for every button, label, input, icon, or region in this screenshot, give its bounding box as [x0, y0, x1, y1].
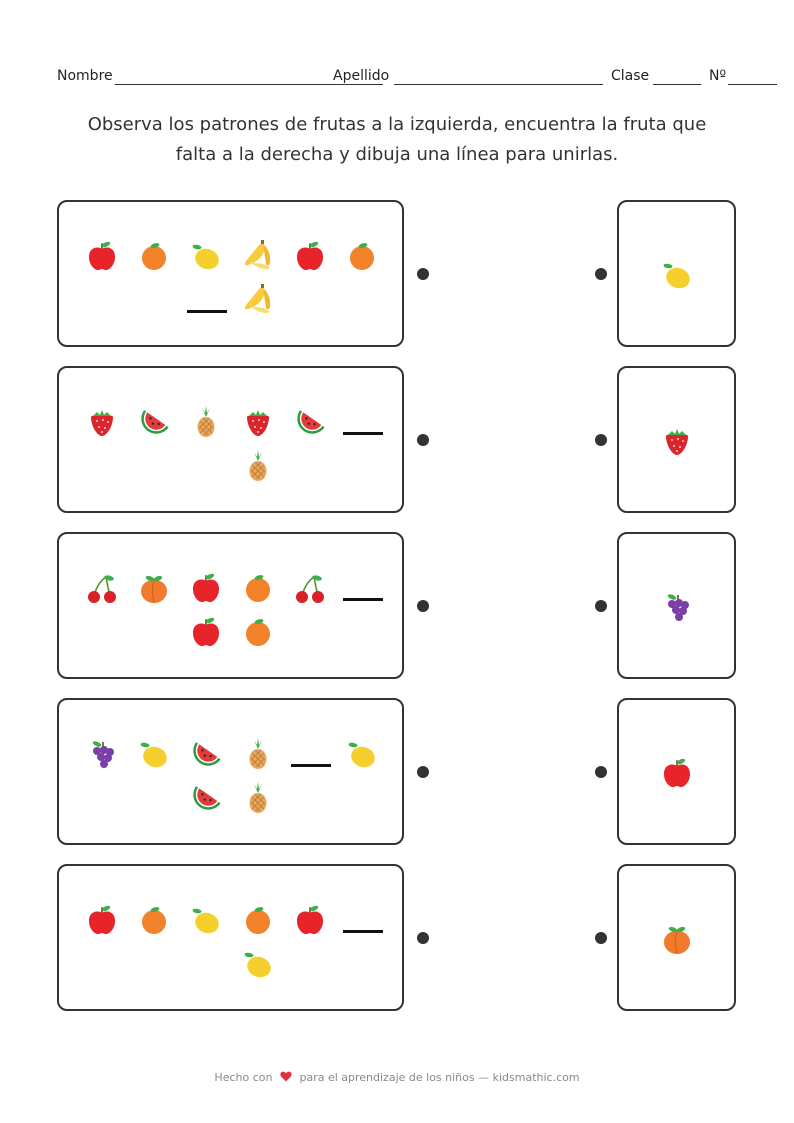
- heart-icon: [280, 1071, 292, 1085]
- missing-fruit-blank: [343, 930, 383, 933]
- answer-connect-dot[interactable]: [595, 268, 607, 280]
- apple-icon: [292, 238, 328, 274]
- number-field[interactable]: [728, 84, 777, 85]
- missing-fruit-blank: [343, 598, 383, 601]
- watermelon-icon: [136, 404, 172, 440]
- answer-box: [617, 864, 736, 1011]
- name-label: Nombre: [57, 68, 113, 84]
- surname-field[interactable]: [394, 84, 603, 85]
- pattern-box: [57, 532, 404, 679]
- apple-icon: [659, 755, 695, 791]
- lemon-icon: [344, 736, 380, 772]
- orange-icon: [344, 238, 380, 274]
- class-label: Clase: [611, 68, 650, 84]
- apple-icon: [84, 902, 120, 938]
- missing-fruit-blank: [291, 764, 331, 767]
- lemon-icon: [188, 238, 224, 274]
- answer-box: [617, 698, 736, 845]
- footer-prefix: Hecho con: [214, 1071, 273, 1084]
- answer-box: [617, 532, 736, 679]
- cherry-icon: [292, 570, 328, 606]
- answer-connect-dot[interactable]: [595, 766, 607, 778]
- pattern-box: [57, 366, 404, 513]
- pattern-connect-dot[interactable]: [417, 766, 429, 778]
- pattern-box: [57, 698, 404, 845]
- watermelon-icon: [188, 736, 224, 772]
- footer: Hecho con para el aprendizaje de los niñ…: [0, 1071, 794, 1085]
- strawberry-icon: [659, 423, 695, 459]
- instructions-line-2: falta a la derecha y dibuja una línea pa…: [175, 144, 619, 165]
- name-field[interactable]: [115, 84, 383, 85]
- lemon-icon: [136, 736, 172, 772]
- footer-suffix: para el aprendizaje de los niños — kidsm…: [299, 1071, 580, 1084]
- apple-icon: [188, 614, 224, 650]
- pattern-box: [57, 864, 404, 1011]
- banana-icon: [240, 282, 276, 318]
- peach-icon: [659, 921, 695, 957]
- pineapple-icon: [188, 404, 224, 440]
- orange-icon: [240, 902, 276, 938]
- pattern-box: [57, 200, 404, 347]
- apple-icon: [188, 570, 224, 606]
- missing-fruit-blank: [343, 432, 383, 435]
- instructions-line-1: Observa los patrones de frutas a la izqu…: [87, 114, 707, 135]
- student-info-header: Nombre Apellido Clase Nº: [57, 68, 777, 88]
- watermelon-icon: [188, 780, 224, 816]
- pattern-connect-dot[interactable]: [417, 434, 429, 446]
- cherry-icon: [84, 570, 120, 606]
- pineapple-icon: [240, 736, 276, 772]
- strawberry-icon: [84, 404, 120, 440]
- pineapple-icon: [240, 448, 276, 484]
- apple-icon: [292, 902, 328, 938]
- answer-box: [617, 366, 736, 513]
- pattern-connect-dot[interactable]: [417, 268, 429, 280]
- answer-connect-dot[interactable]: [595, 434, 607, 446]
- pattern-connect-dot[interactable]: [417, 600, 429, 612]
- orange-icon: [136, 902, 172, 938]
- orange-icon: [240, 570, 276, 606]
- pattern-connect-dot[interactable]: [417, 932, 429, 944]
- watermelon-icon: [292, 404, 328, 440]
- answer-box: [617, 200, 736, 347]
- grapes-icon: [659, 589, 695, 625]
- peach-icon: [136, 570, 172, 606]
- lemon-icon: [188, 902, 224, 938]
- orange-icon: [136, 238, 172, 274]
- answer-connect-dot[interactable]: [595, 932, 607, 944]
- pineapple-icon: [240, 780, 276, 816]
- lemon-icon: [240, 946, 276, 982]
- banana-icon: [240, 238, 276, 274]
- grapes-icon: [84, 736, 120, 772]
- answer-connect-dot[interactable]: [595, 600, 607, 612]
- class-field[interactable]: [653, 84, 701, 85]
- lemon-icon: [659, 257, 695, 293]
- apple-icon: [84, 238, 120, 274]
- missing-fruit-blank: [187, 310, 227, 313]
- strawberry-icon: [240, 404, 276, 440]
- instructions: Observa los patrones de frutas a la izqu…: [40, 110, 754, 170]
- number-label: Nº: [709, 68, 727, 84]
- orange-icon: [240, 614, 276, 650]
- surname-label: Apellido: [333, 68, 390, 84]
